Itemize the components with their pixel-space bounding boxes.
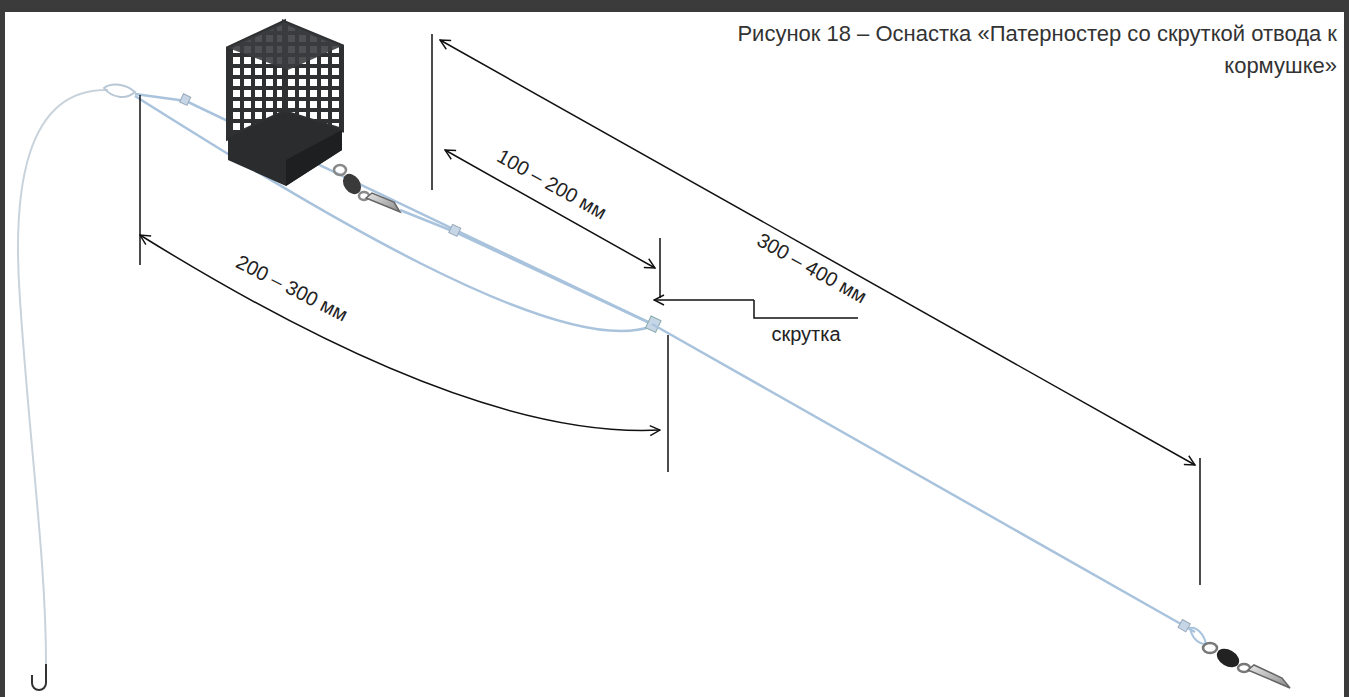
loop-knot xyxy=(1190,628,1206,644)
feeder-cage xyxy=(228,22,400,212)
frame-band xyxy=(0,0,1349,12)
loop-line xyxy=(135,96,652,331)
swivel-snap xyxy=(1203,643,1290,688)
knot xyxy=(1178,620,1190,632)
hook xyxy=(32,664,46,690)
feeder-branch xyxy=(400,210,652,324)
dimension-label: 300 – 400 мм xyxy=(751,227,873,309)
dimension-label: 100 – 200 мм xyxy=(491,143,613,225)
callout-label: скрутка xyxy=(768,323,843,345)
dimension-label: 200 – 300 мм xyxy=(230,249,354,327)
frame-band xyxy=(1344,0,1349,697)
main-line xyxy=(135,94,652,324)
dimension-line xyxy=(140,95,668,472)
loop-knot xyxy=(104,85,135,97)
knot xyxy=(449,224,461,236)
main-line xyxy=(652,324,1195,632)
frame-band xyxy=(0,0,5,697)
hook-link xyxy=(18,90,108,664)
knot xyxy=(180,94,191,106)
dimension-line xyxy=(432,34,1200,585)
callout-leader xyxy=(654,300,858,318)
figure-title: Рисунок 18 – Оснастка «Патерностер со ск… xyxy=(737,18,1337,82)
